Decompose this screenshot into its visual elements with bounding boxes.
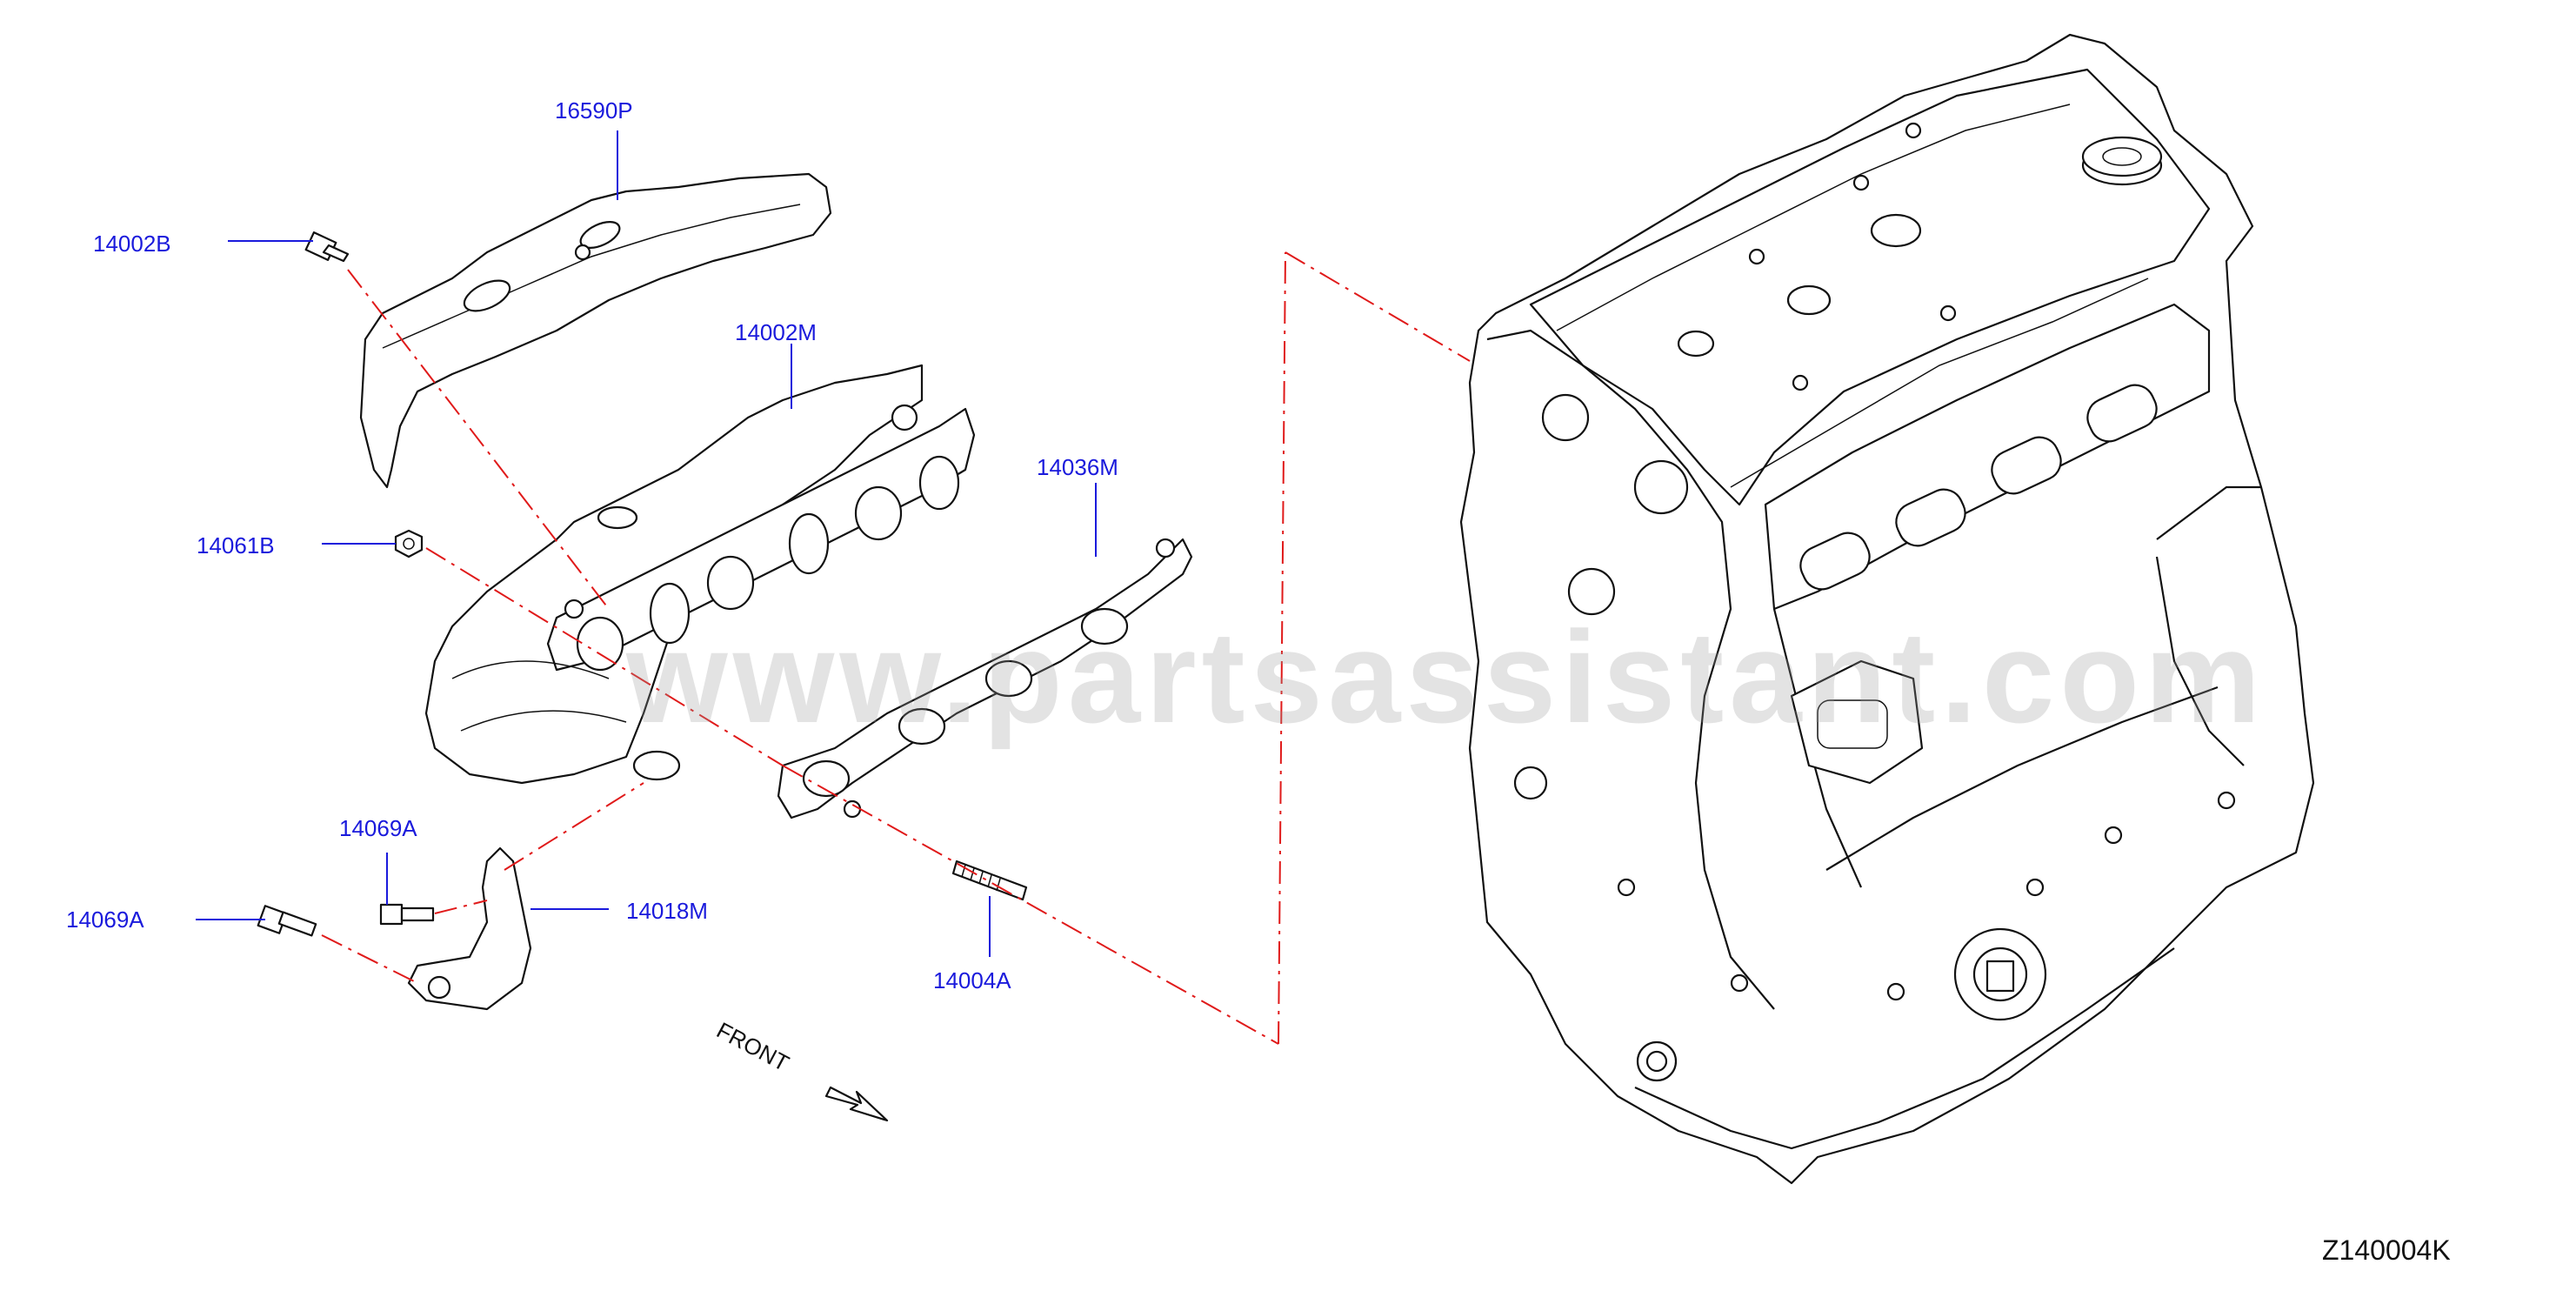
leader-lines [196,130,1097,957]
label-14004a: 14004A [933,967,1011,993]
heat-insulator-16590p-drawing [359,172,832,489]
label-16590p: 16590P [555,97,633,124]
label-14018m: 14018M [626,898,708,924]
label-14002m: 14002M [735,319,817,345]
diagram-reference-code: Z140004K [2322,1234,2451,1266]
label-14069a-upper: 14069A [339,815,417,841]
exhaust-gasket-14036m-drawing [777,538,1193,819]
label-14002b: 14002B [93,231,171,257]
front-direction-indicator: FRONT [712,1017,889,1122]
label-14069a-lower: 14069A [66,906,144,933]
nut-14061b-drawing [394,529,424,559]
label-14036m: 14036M [1037,454,1118,480]
bracket-14018m-drawing [407,846,532,1011]
assembly-centerlines [321,251,1471,1045]
engine-assembly-drawing [1459,33,2315,1185]
front-label: FRONT [712,1017,793,1077]
front-arrow-icon [824,1086,889,1122]
watermark-text: www.partsassistant.com [625,604,2266,750]
bolt-14069a-lower-drawing [257,905,317,937]
exhaust-manifold-14002m-drawing [424,364,976,785]
label-14061b: 14061B [197,532,275,559]
bolt-14002b-drawing [304,231,350,263]
bolt-14069a-upper-drawing [379,903,435,926]
